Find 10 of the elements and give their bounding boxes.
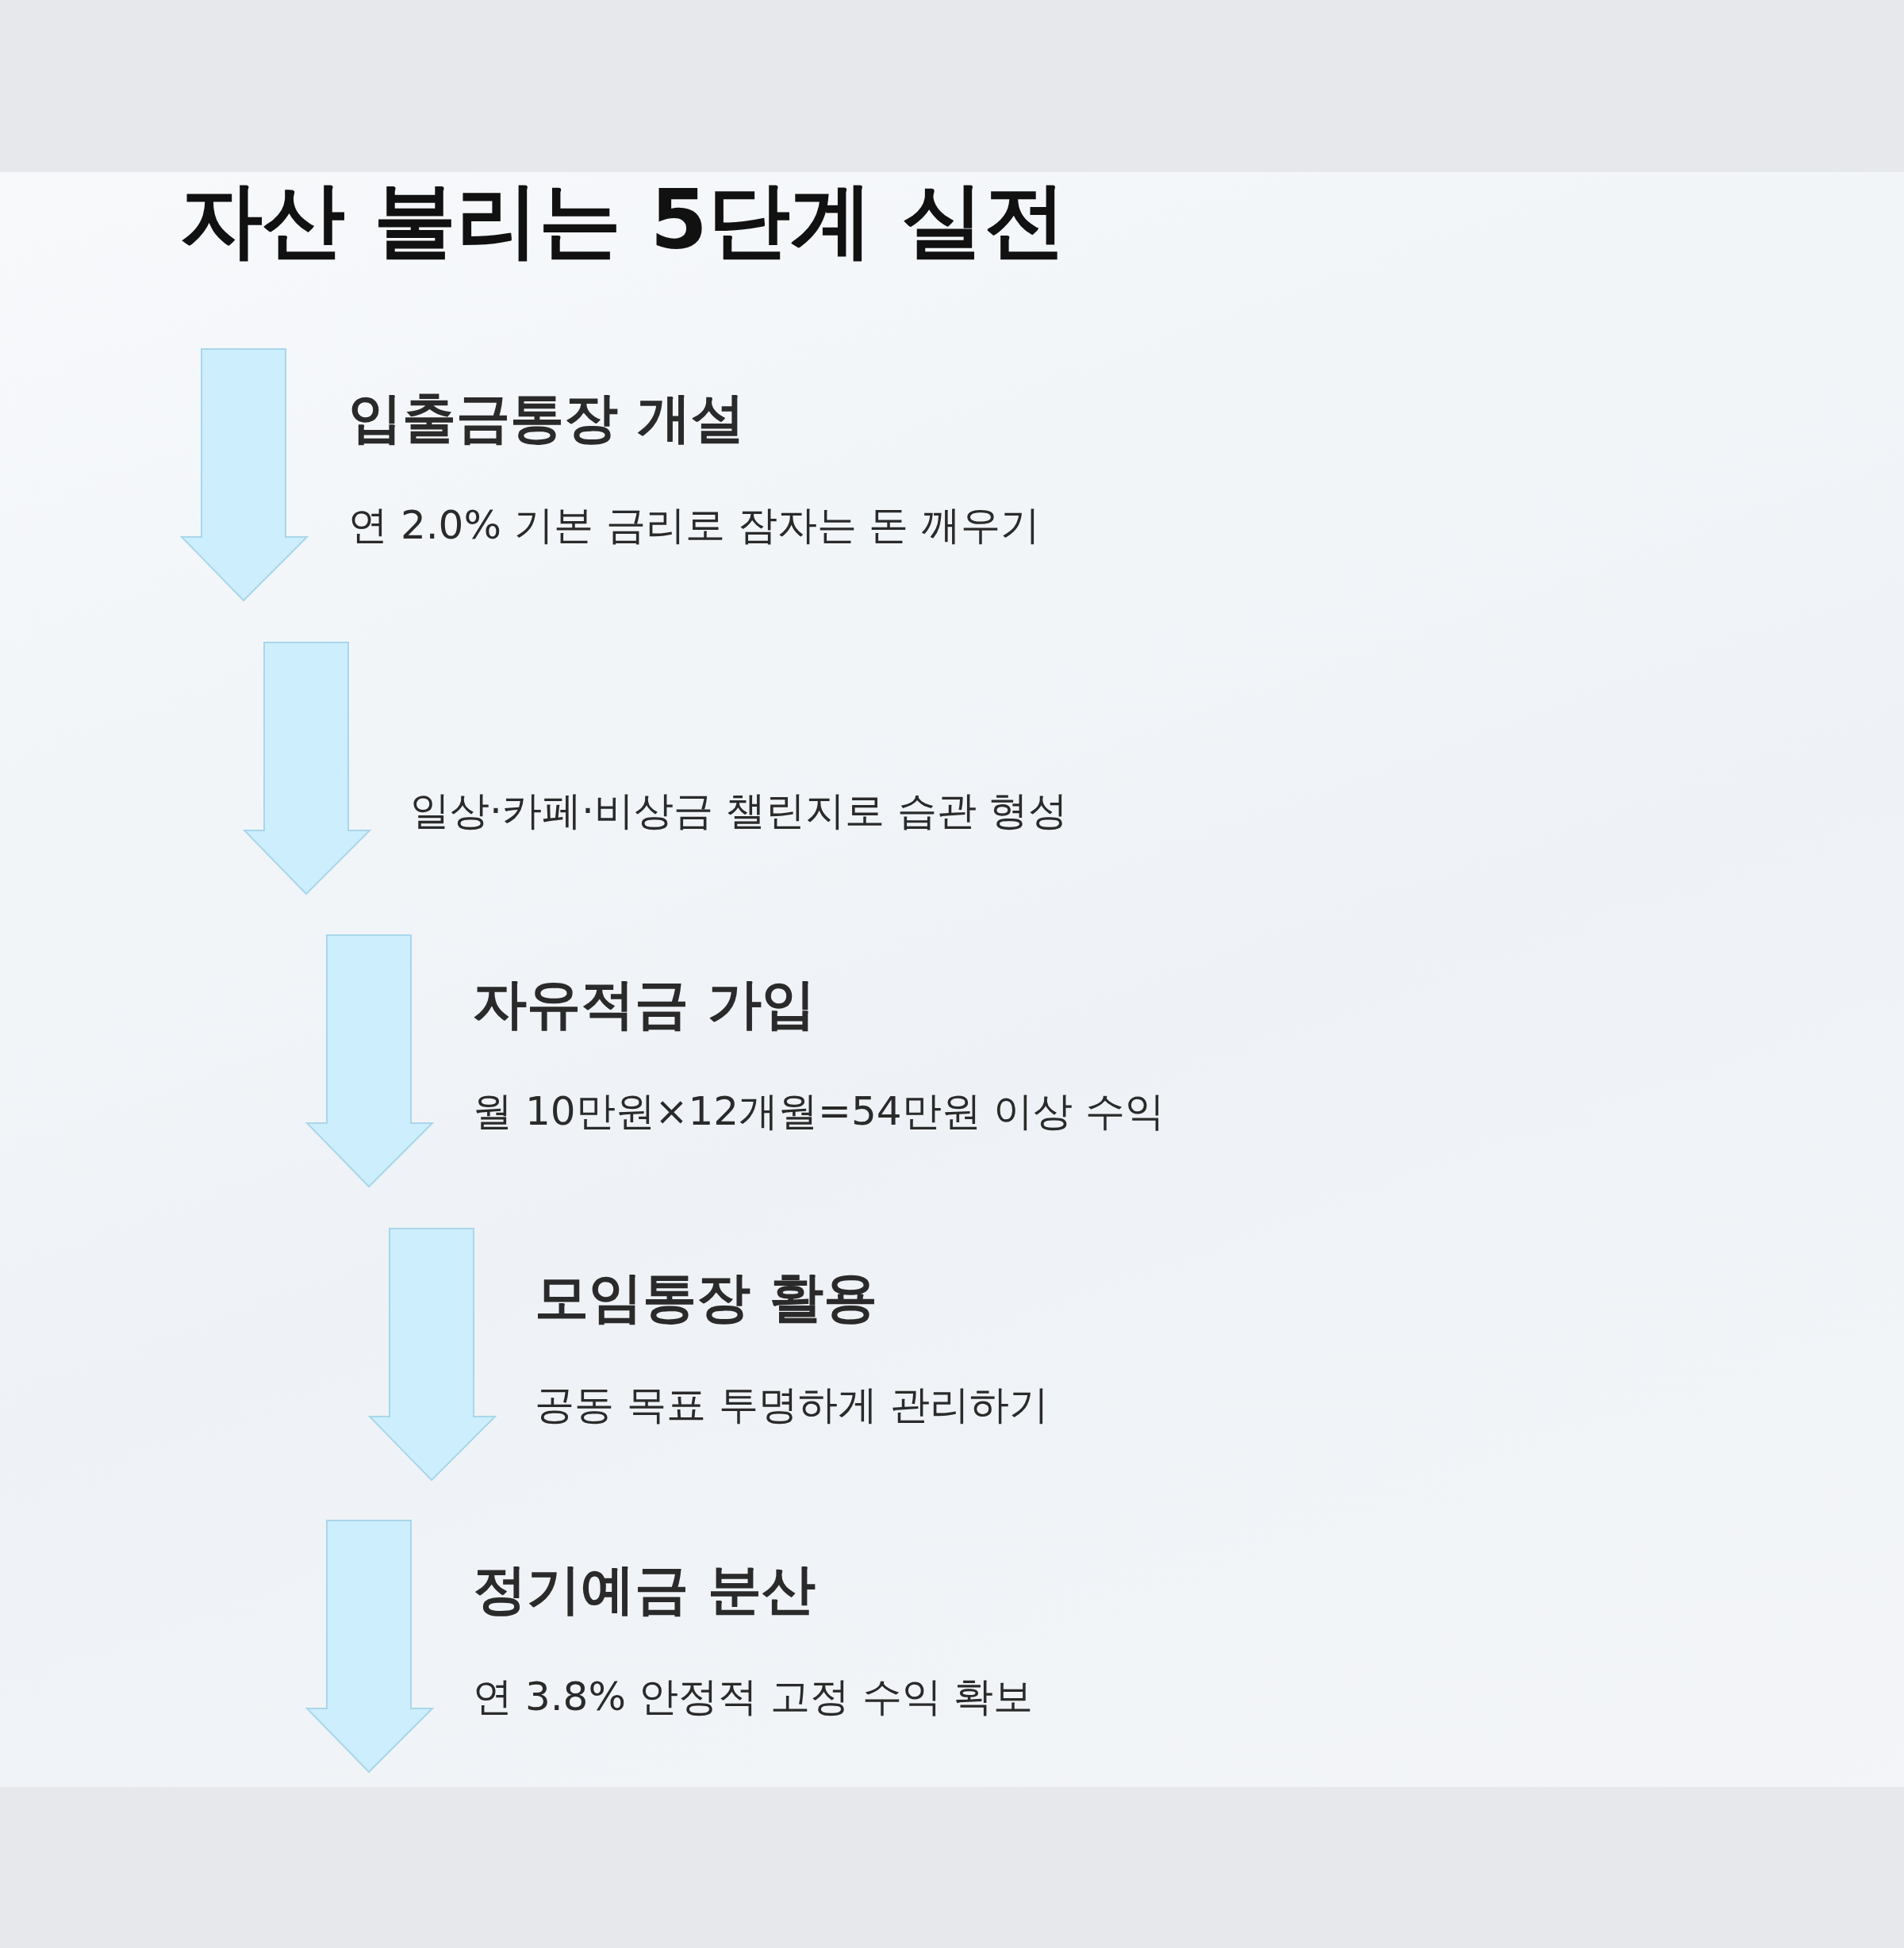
step-heading: 모임통장 활용: [535, 1265, 878, 1330]
step-description: 연 3.8% 안정적 고정 수익 확보: [473, 1672, 1034, 1720]
step-heading: 입출금통장 개설: [348, 385, 746, 451]
step-heading: 정기예금 분산: [473, 1557, 816, 1622]
title: 자산 불리는 5단계 실전: [180, 171, 1066, 270]
step-description: 연 2.0% 기본 금리로 잠자는 돈 깨우기: [348, 500, 1041, 549]
step-heading: 자유적금 가입: [473, 972, 816, 1037]
step-description: 일상·카페·비상금 챌린지로 습관 형성: [410, 787, 1069, 834]
step-description: 월 10만원×12개월=54만원 이상 수익: [473, 1087, 1165, 1135]
step-description: 공동 목표 투명하게 관리하기: [535, 1380, 1049, 1428]
